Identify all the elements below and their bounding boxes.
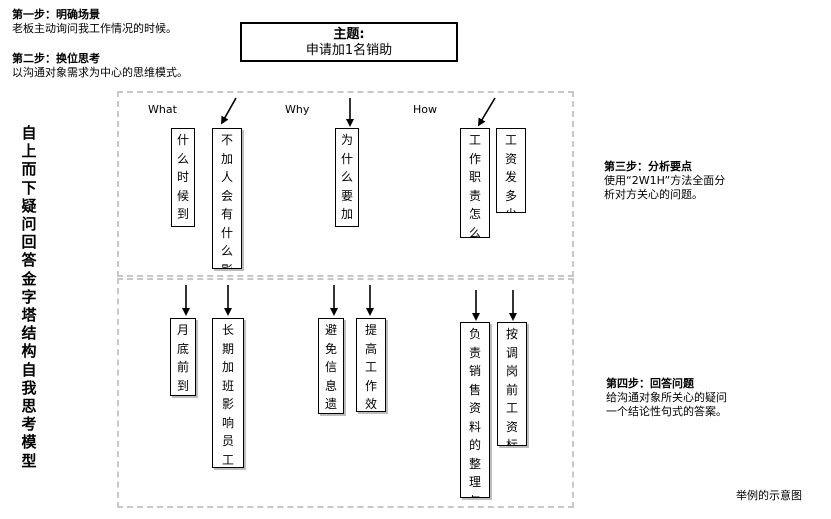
- theme-text: 申请加1名销助: [305, 43, 393, 58]
- arrow-what: [221, 97, 237, 125]
- question-box-duties: 工 作 职 责 怎 么 定: [460, 128, 490, 238]
- column-label-how: How: [413, 103, 437, 116]
- side-title: 自 上 而 下 疑 问 回 答 金 字 塔 结 构 自 我 思 考 模 型: [21, 124, 37, 470]
- answer-box-overtime: 长 期 加 班 影 响 员 工 业 绩: [212, 318, 244, 468]
- question-box-salary: 工 资 发 多 少: [496, 128, 526, 213]
- question-box-impact: 不 加 人 会 有 什 么 影 响: [212, 128, 242, 269]
- column-label-what: What: [148, 103, 177, 116]
- answer-box-responsibility: 负 责 销 售 资 料 的 整 理 与 分 析: [460, 322, 490, 498]
- answer-box-efficiency: 提 高 工 作 效 率: [356, 318, 386, 412]
- step4-line1: 给沟通对象所关心的疑问: [606, 391, 727, 404]
- answers-region: [117, 278, 574, 508]
- question-box-why: 为 什 么 要 加 人: [335, 128, 359, 227]
- step2-text: 以沟通对象需求为中心的思维模式。: [12, 66, 188, 79]
- step2-title: 第二步：换位思考: [12, 52, 100, 65]
- caption: 举例的示意图: [736, 489, 802, 502]
- step1-text: 老板主动询问我工作情况的时候。: [12, 22, 177, 35]
- step1-title: 第一步：明确场景: [12, 8, 100, 21]
- theme-box: 主题: 申请加1名销助: [240, 22, 458, 62]
- answer-box-onboard: 月 底 前 到 岗: [170, 318, 196, 396]
- step3-title: 第三步：分析要点: [604, 160, 692, 173]
- answer-box-salary-standard: 按 调 岗 前 工 资 标 准: [497, 322, 527, 446]
- question-box-when: 什 么 时 候 到 岗: [171, 128, 195, 227]
- step3-line2: 析对方关心的问题。: [604, 188, 703, 201]
- arrow-how: [477, 97, 496, 127]
- theme-label: 主题:: [333, 27, 365, 42]
- answer-box-omission: 避 免 信 息 遗 漏: [318, 318, 344, 414]
- step3-line1: 使用“2W1H”方法全面分: [604, 174, 726, 187]
- column-label-why: Why: [285, 103, 310, 116]
- questions-region: [117, 91, 574, 277]
- step4-line2: 一个结论性句式的答案。: [606, 405, 727, 418]
- step4-title: 第四步：回答问题: [606, 377, 694, 390]
